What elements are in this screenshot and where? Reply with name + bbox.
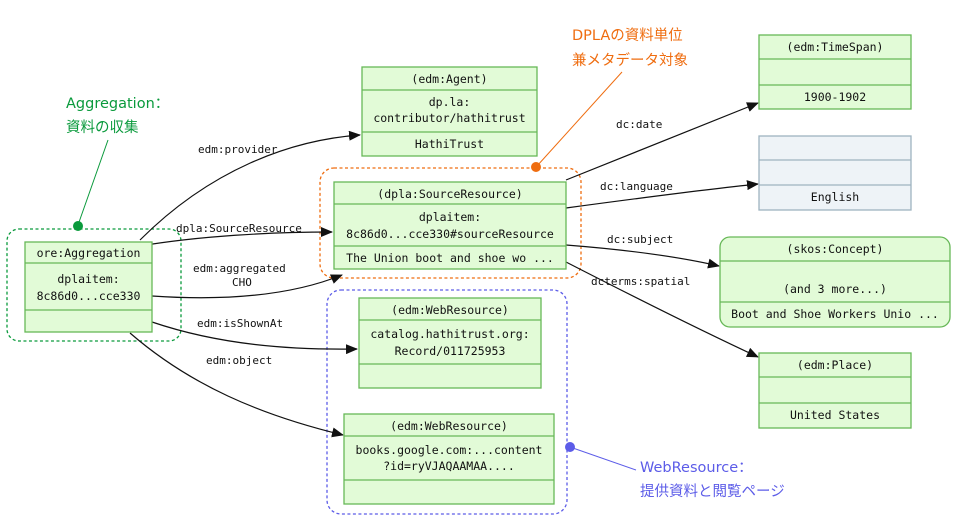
annotation-web-dot [565,442,575,452]
node-web-resource-hathitrust[interactable]: (edm:WebResource) catalog.hathitrust.org… [358,297,542,389]
concept-type: (skos:Concept) [787,242,884,256]
agent-uri-line2: contributor/hathitrust [373,111,525,125]
place-type: (edm:Place) [797,358,873,372]
edge-source-resource [139,227,333,247]
annotation-dpla-leader [536,71,623,167]
aggregation-type: ore:Aggregation [37,246,141,260]
annotation-aggregation-line2: 資料の収集 [66,119,139,136]
annotation-aggregation-leader [77,139,109,226]
agent-value: HathiTrust [415,137,484,151]
annotation-web-line1: WebResource： [640,460,753,476]
node-aggregation[interactable]: ore:Aggregation dplaitem: 8c86d0...cce33… [24,241,153,333]
annotation-dpla-dot [531,162,541,172]
edge-label-date: dc:date [616,118,662,131]
timespan-type: (edm:TimeSpan) [787,40,884,54]
concept-value: Boot and Shoe Workers Unio ... [731,307,939,321]
edge-spatial [565,261,759,358]
web-resource-1-uri-line2: Record/011725953 [395,344,506,358]
web-resource-2-type: (edm:WebResource) [390,419,508,433]
web-resource-1-type: (edm:WebResource) [391,303,509,317]
annotation-dpla-line1: DPLAの資料単位 [572,27,683,44]
timespan-value: 1900-1902 [804,90,866,104]
node-source-resource[interactable]: (dpla:SourceResource) dplaitem: 8c86d0..… [333,181,567,270]
annotation-web-line2: 提供資料と閲覧ページ [640,483,785,500]
edge-label-provider: edm:provider [198,143,278,156]
web-resource-2-uri-line1: books.google.com:...content [356,443,543,457]
web-resource-2-uri-line2: ?id=ryVJAQAAMAA.... [383,459,515,473]
edge-aggregated-cho [151,274,343,299]
annotation-web-leader [569,446,637,471]
edge-subject [565,244,720,269]
web-resource-1-uri-line1: catalog.hathitrust.org: [370,327,529,341]
edge-label-spatial: dcterms:spatial [591,275,690,288]
annotation-aggregation-dot [73,221,83,231]
edge-provider [139,130,361,241]
aggregation-id-line2: 8c86d0...cce330 [37,289,141,303]
source-resource-type: (dpla:SourceResource) [377,187,522,201]
language-value: English [811,190,859,204]
agent-uri-line1: dp.la: [429,95,471,109]
web-resource-group-outline [326,289,568,515]
edge-label-object: edm:object [206,354,272,367]
edge-date [565,102,759,181]
edge-label-aggregated-line2: CHO [232,276,252,289]
edge-label-source-resource: dpla:SourceResource [176,222,302,235]
agent-type: (edm:Agent) [411,72,487,86]
edge-label-aggregated-line1: edm:aggregated [193,262,286,275]
node-language[interactable]: English [758,135,912,211]
source-resource-value: The Union boot and shoe wo ... [346,251,554,265]
node-agent[interactable]: (edm:Agent) dp.la: contributor/hathitrus… [361,66,538,157]
edge-is-shown-at [151,321,358,355]
source-resource-uri-line2: 8c86d0...cce330#sourceResource [346,227,554,241]
edge-label-is-shown-at: edm:isShownAt [197,317,283,330]
node-place[interactable]: (edm:Place) United States [758,352,912,429]
annotation-aggregation-line1: Aggregation： [66,96,169,112]
edge-object [129,332,344,438]
source-resource-uri-line1: dplaitem: [419,210,481,224]
annotation-dpla-line2: 兼メタデータ対象 [572,51,688,69]
node-web-resource-google-books[interactable]: (edm:WebResource) books.google.com:...co… [343,413,555,505]
edge-language [565,180,759,209]
node-timespan[interactable]: (edm:TimeSpan) 1900-1902 [758,34,912,110]
source-resource-group-outline [319,167,582,279]
edge-label-language: dc:language [600,180,673,193]
place-value: United States [790,408,880,422]
node-concept[interactable]: (skos:Concept) (and 3 more...) Boot and … [719,236,951,328]
concept-more: (and 3 more...) [783,282,887,296]
aggregation-id-line1: dplaitem: [57,272,119,286]
edge-label-subject: dc:subject [607,233,673,246]
